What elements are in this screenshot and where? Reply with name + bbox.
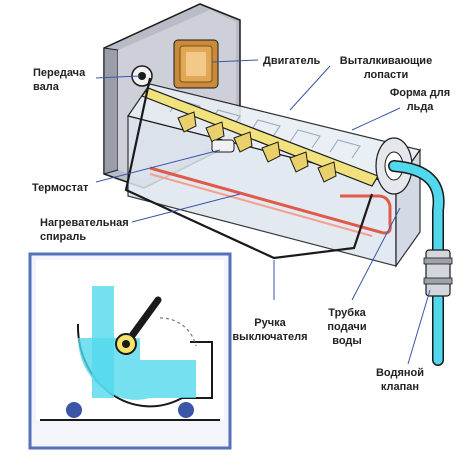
inset-mold-icon [28, 252, 232, 450]
label-heating-coil: Нагревательная спираль [40, 217, 129, 243]
shutoff-arm [124, 77, 374, 260]
motor-icon [173, 39, 219, 89]
pointer-lines [95, 59, 431, 365]
label-shutoff-arm: Ручка выключателя [232, 317, 308, 343]
valve-icon [423, 249, 453, 297]
label-water-valve: Водяной клапан [375, 367, 425, 393]
thermostat [211, 139, 235, 153]
label-water-tube: Трубка подачи воды [327, 307, 367, 347]
ejector-shaft [141, 87, 379, 187]
water-tube [388, 160, 445, 366]
label-ice-mold: Форма для льда [389, 87, 451, 113]
label-shaft-transmission: Передача вала [33, 67, 86, 93]
heating-coil [149, 166, 392, 237]
label-ejector-blades: Выталкивающие лопасти [339, 55, 433, 81]
label-thermostat: Термостат [32, 182, 89, 194]
label-motor: Двигатель [263, 55, 321, 67]
